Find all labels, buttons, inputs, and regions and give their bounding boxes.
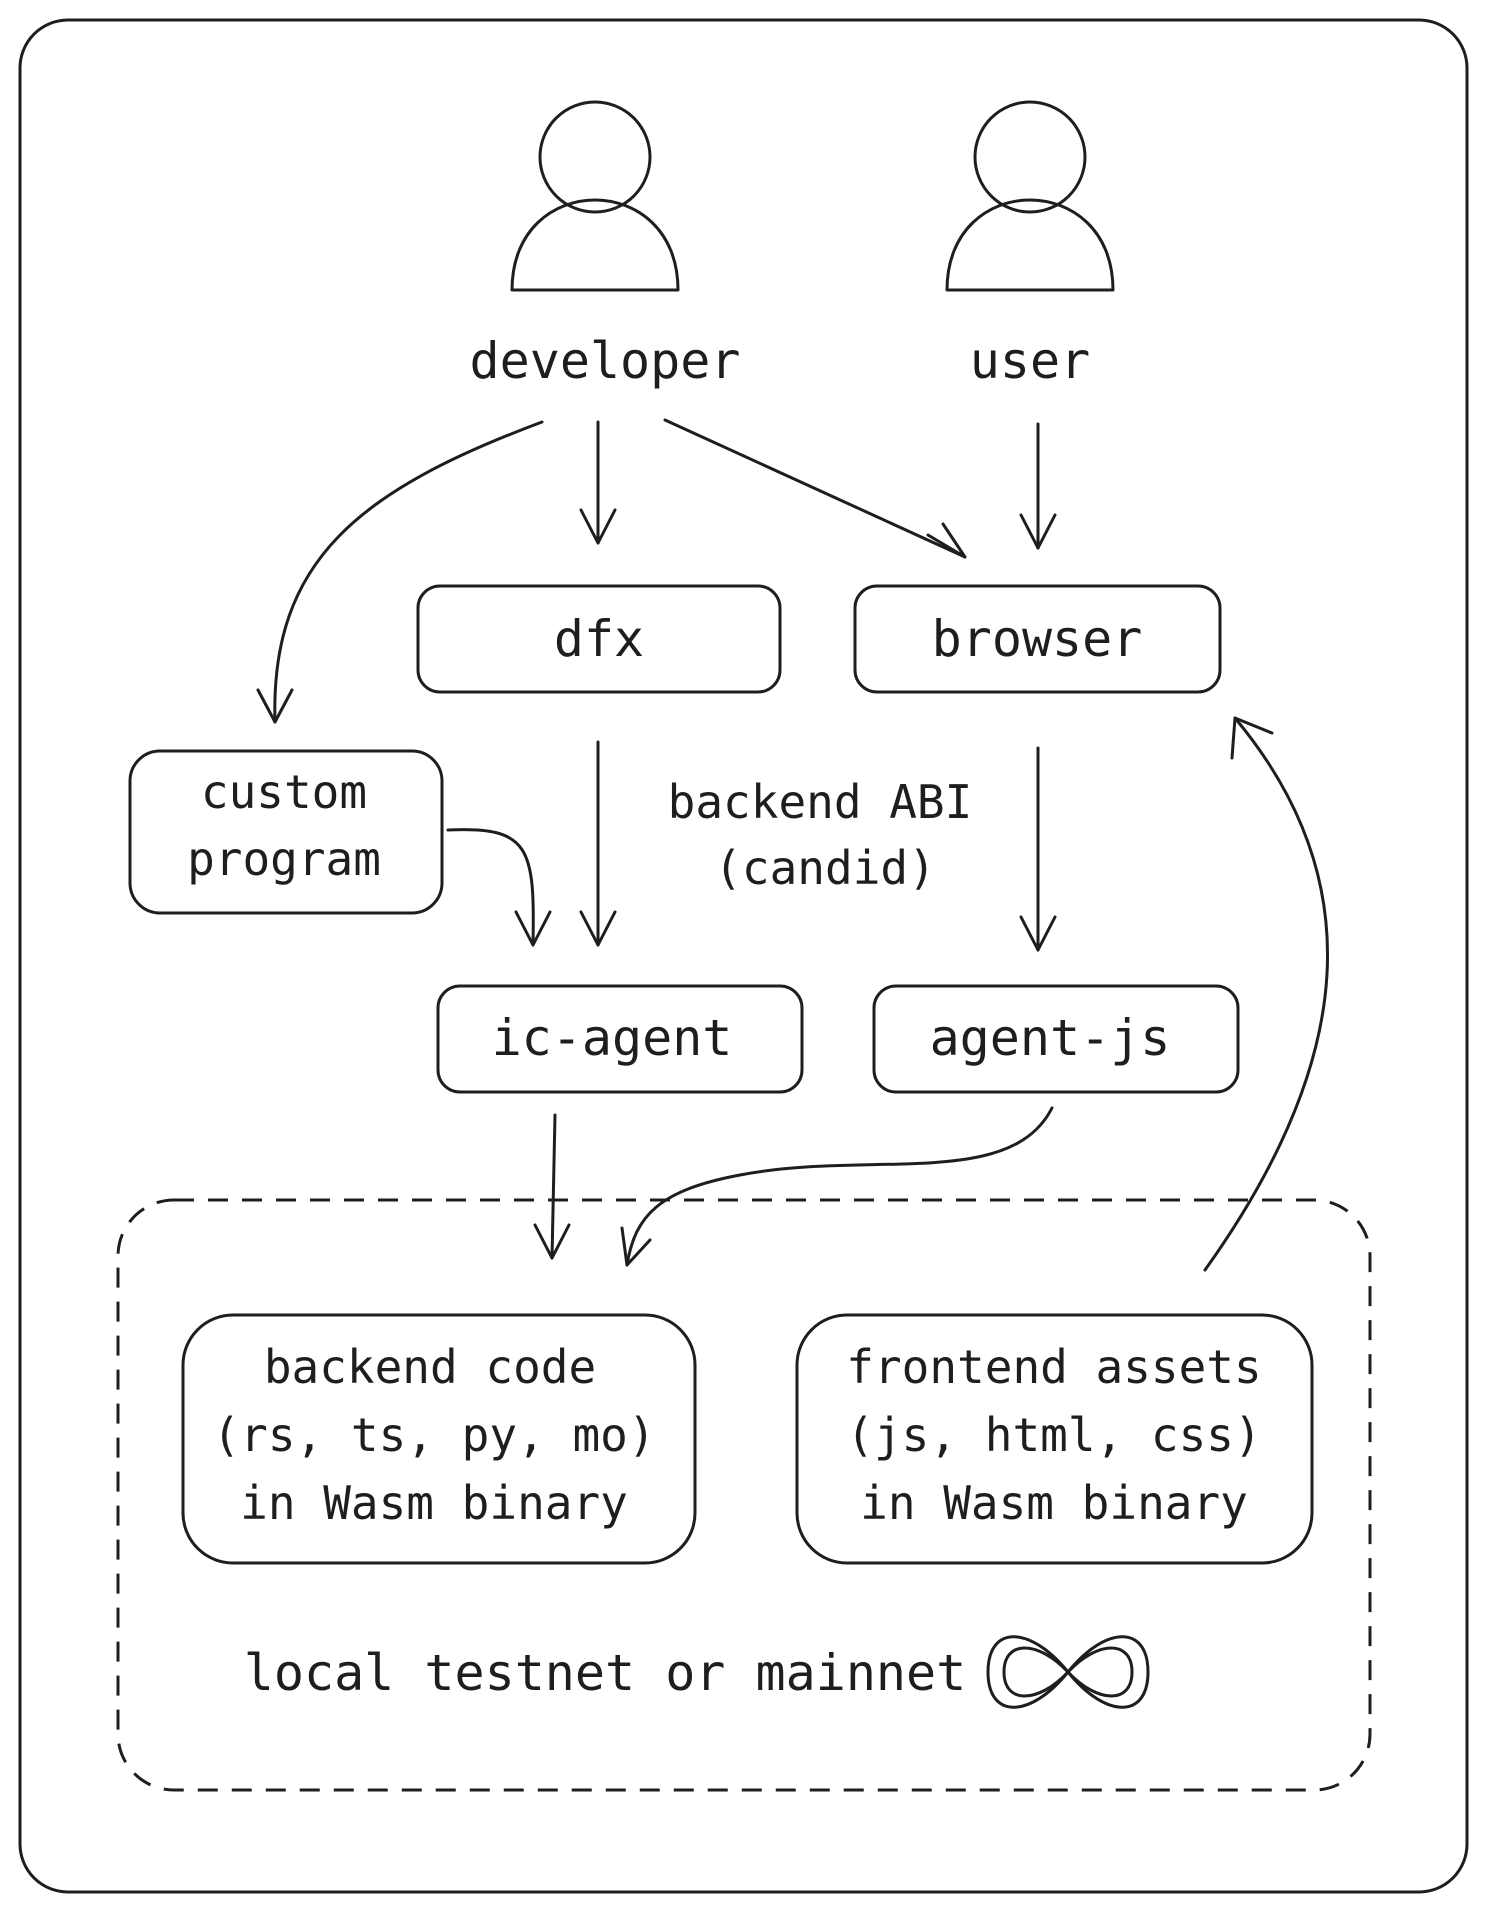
custom-program-node: custom program <box>128 749 444 915</box>
browser-label: browser <box>932 610 1143 668</box>
backend-abi-label-line2: (candid) <box>714 841 936 895</box>
agent-js-node: agent-js <box>872 984 1240 1094</box>
frontend-assets-node: frontend assets (js, html, css) in Wasm … <box>795 1313 1314 1565</box>
user-actor: user <box>945 100 1115 390</box>
frontend-assets-label-line1: frontend assets <box>846 1340 1261 1394</box>
dfx-label: dfx <box>554 610 644 668</box>
network-boundary <box>116 1198 1372 1792</box>
browser-node: browser <box>853 584 1222 694</box>
backend-code-label-line1: backend code <box>264 1340 596 1394</box>
outer-frame <box>18 18 1469 1894</box>
backend-abi-annotation: backend ABI (candid) <box>668 775 973 895</box>
arrow-user-to-browser <box>1019 422 1057 550</box>
backend-code-node: backend code (rs, ts, py, mo) in Wasm bi… <box>181 1313 697 1565</box>
custom-program-label-line1: custom <box>201 765 367 819</box>
backend-code-label-line3: in Wasm binary <box>240 1476 628 1530</box>
person-icon <box>510 100 680 292</box>
arrow-custom-program-to-ic-agent <box>446 828 552 947</box>
backend-abi-label-line1: backend ABI <box>668 775 973 829</box>
arrow-developer-to-dfx <box>579 420 617 545</box>
user-label: user <box>970 332 1090 390</box>
custom-program-label-line2: program <box>187 832 381 886</box>
agent-js-label: agent-js <box>930 1009 1171 1067</box>
arrow-frontend-assets-to-browser <box>1203 716 1330 1272</box>
frontend-assets-label-line3: in Wasm binary <box>860 1476 1248 1530</box>
arrow-dfx-to-ic-agent <box>579 740 617 947</box>
arrow-browser-to-agent-js <box>1019 746 1057 952</box>
arrow-agent-js-to-network <box>620 1106 1054 1267</box>
ic-agent-node: ic-agent <box>436 984 804 1094</box>
person-icon <box>945 100 1115 292</box>
infinity-icon <box>986 1635 1150 1709</box>
arrow-developer-to-custom-program <box>256 420 544 724</box>
arrow-ic-agent-to-network <box>533 1113 571 1260</box>
developer-label: developer <box>470 332 741 390</box>
network-label: local testnet or mainnet <box>244 1644 966 1702</box>
frontend-assets-label-line2: (js, html, css) <box>846 1408 1261 1462</box>
arrow-developer-to-browser <box>663 418 967 559</box>
backend-code-label-line2: (rs, ts, py, mo) <box>212 1408 655 1462</box>
dfx-node: dfx <box>416 584 782 694</box>
ic-agent-label: ic-agent <box>492 1009 733 1067</box>
developer-actor: developer <box>470 100 741 390</box>
